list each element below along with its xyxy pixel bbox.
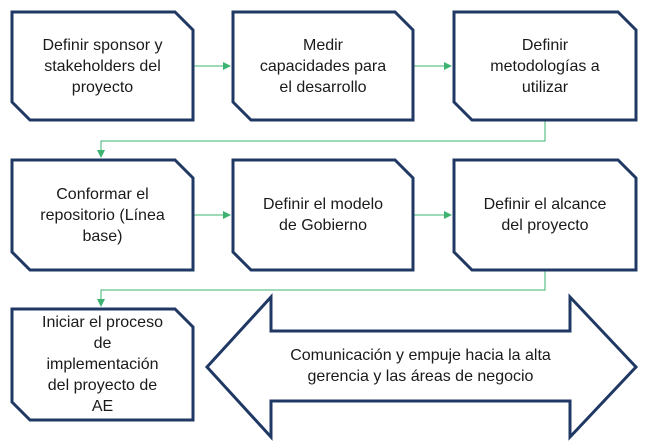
step-label-7: Iniciar el proceso de implementación del… bbox=[42, 314, 163, 415]
step-label-2: Medir capacidades para el desarrollo bbox=[259, 36, 387, 96]
step-label-1: Definir sponsor y stakeholders del proye… bbox=[42, 36, 163, 96]
connector-6-7 bbox=[97, 270, 546, 307]
step-box-1 bbox=[10, 10, 195, 122]
step-box-7 bbox=[10, 307, 195, 422]
step-box-3 bbox=[452, 10, 638, 122]
banner-label: Comunicación y empuje hacia la alta gere… bbox=[290, 347, 551, 385]
step-box-2 bbox=[231, 10, 415, 122]
step-label-4: Conformar el repositorio (Línea base) bbox=[40, 185, 165, 245]
connector-3-4 bbox=[97, 120, 546, 158]
step-label-5: Definir el modelo de Gobierno bbox=[262, 196, 384, 234]
step-label-6: Definir el alcance del proyecto bbox=[483, 196, 607, 234]
banner-double-arrow bbox=[204, 293, 639, 441]
step-box-4 bbox=[10, 158, 195, 272]
step-box-6 bbox=[452, 158, 638, 272]
step-label-3: Definir metodologías a utilizar bbox=[490, 36, 600, 96]
step-box-5 bbox=[231, 158, 415, 272]
